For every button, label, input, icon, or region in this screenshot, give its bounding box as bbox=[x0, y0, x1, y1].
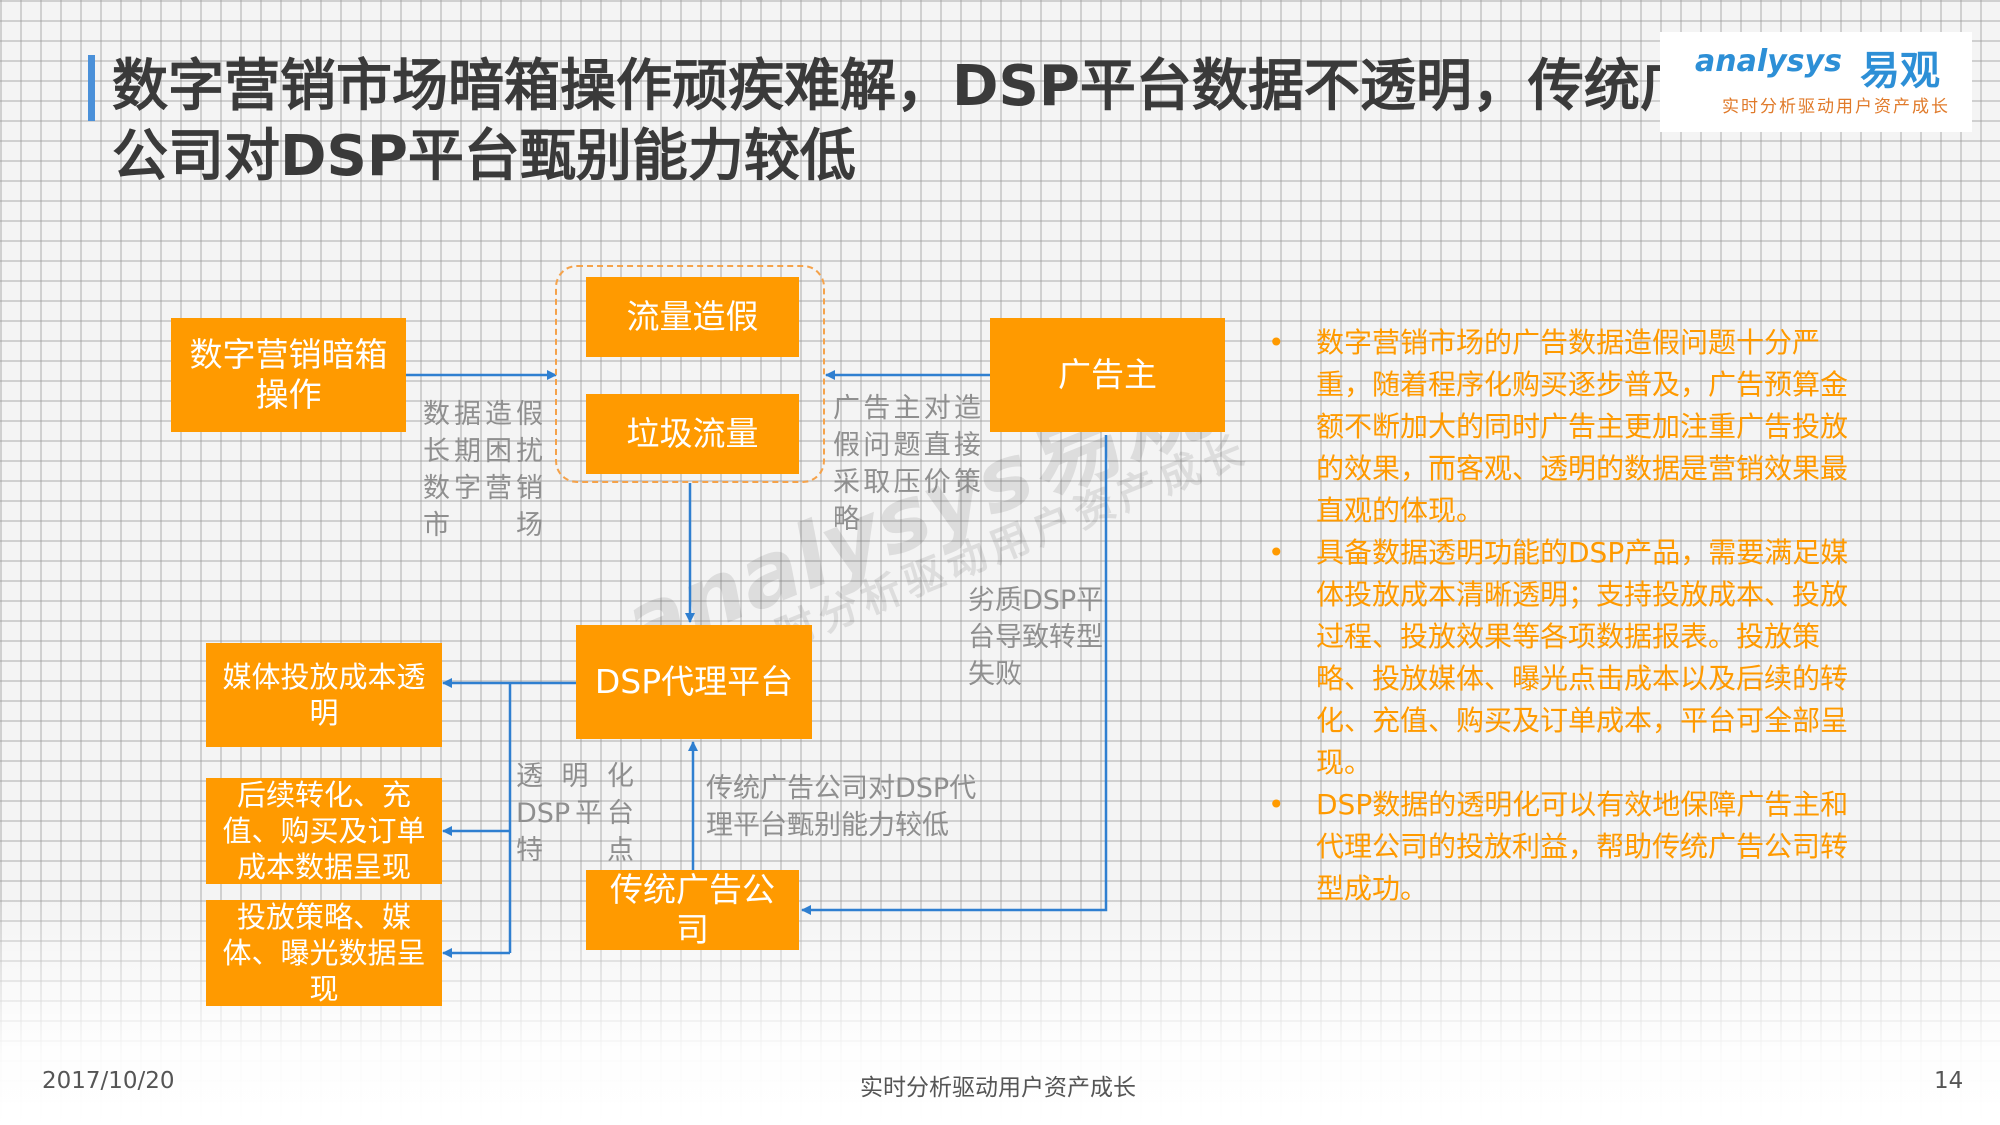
summary-bullet-2: 具备数据透明功能的DSP产品，需要满足媒体投放成本清晰透明；支持投放成本、投放过… bbox=[1268, 532, 1860, 784]
box-junk-traffic: 垃圾流量 bbox=[586, 394, 799, 474]
box-conversion-data-label: 后续转化、充值、购买及订单成本数据呈现 bbox=[222, 778, 426, 884]
note-advertiser-pricing: 广告主对造假问题直接采取压价策略 bbox=[833, 393, 981, 535]
box-dsp-platform: DSP代理平台 bbox=[576, 625, 812, 739]
box-traditional-agency-label: 传统广告公司 bbox=[610, 870, 775, 949]
fraud-group-outline bbox=[555, 265, 825, 483]
title-accent-bar bbox=[88, 55, 95, 121]
logo-brand-cn: 易观 bbox=[1860, 48, 1940, 94]
box-media-cost: 媒体投放成本透明 bbox=[206, 643, 442, 747]
logo-slogan: 实时分析驱动用户资产成长 bbox=[1722, 97, 1950, 117]
note-inferior-dsp: 劣质DSP平台导致转型失败 bbox=[968, 585, 1104, 690]
footer-slogan: 实时分析驱动用户资产成长 bbox=[860, 1075, 1136, 1101]
summary-bullet-3: DSP数据的透明化可以有效地保障广告主和代理公司的投放利益，帮助传统广告公司转型… bbox=[1268, 784, 1860, 910]
page-title-line-1: 数字营销市场暗箱操作顽疾难解，DSP平台数据不透明，传统广告 bbox=[112, 54, 1752, 119]
arrow-advertiser-to-traditional bbox=[801, 435, 1108, 915]
footer-page-number: 14 bbox=[1934, 1068, 1964, 1094]
box-dark-ops-label: 数字营销暗箱操作 bbox=[189, 335, 388, 414]
page-title-line-2: 公司对DSP平台甄别能力较低 bbox=[112, 124, 856, 189]
box-strategy-data: 投放策略、媒体、曝光数据呈现 bbox=[206, 900, 442, 1006]
note-transparent-dsp: 透明化DSP平台特点 bbox=[516, 761, 634, 866]
box-junk-traffic-label: 垃圾流量 bbox=[626, 414, 759, 453]
box-dsp-platform-label: DSP代理平台 bbox=[594, 662, 794, 701]
box-advertiser-label: 广告主 bbox=[1058, 355, 1157, 394]
box-media-cost-label: 媒体投放成本透明 bbox=[222, 660, 426, 730]
box-traffic-fake: 流量造假 bbox=[586, 277, 799, 357]
note-traditional-ability: 传统广告公司对DSP代理平台甄别能力较低 bbox=[706, 773, 977, 841]
brand-logo: analysys 易观 实时分析驱动用户资产成长 bbox=[1660, 32, 1972, 132]
logo-brand-en: analysys bbox=[1695, 44, 1842, 79]
footer-date: 2017/10/20 bbox=[42, 1068, 175, 1094]
box-advertiser: 广告主 bbox=[990, 318, 1225, 432]
box-traffic-fake-label: 流量造假 bbox=[626, 297, 759, 336]
box-dark-ops: 数字营销暗箱操作 bbox=[171, 318, 406, 432]
box-traditional-agency: 传统广告公司 bbox=[586, 870, 799, 950]
summary-bullet-1: 数字营销市场的广告数据造假问题十分严重，随着程序化购买逐步普及，广告预算金额不断… bbox=[1268, 322, 1860, 532]
note-data-fraud: 数据造假长期困扰数字营销市场 bbox=[423, 399, 543, 541]
box-conversion-data: 后续转化、充值、购买及订单成本数据呈现 bbox=[206, 778, 442, 884]
box-strategy-data-label: 投放策略、媒体、曝光数据呈现 bbox=[222, 900, 426, 1006]
page-title: 数字营销市场暗箱操作顽疾难解，DSP平台数据不透明，传统广告 公司对DSP平台甄… bbox=[112, 52, 1812, 192]
summary-bullets: 数字营销市场的广告数据造假问题十分严重，随着程序化购买逐步普及，广告预算金额不断… bbox=[1268, 322, 1860, 910]
